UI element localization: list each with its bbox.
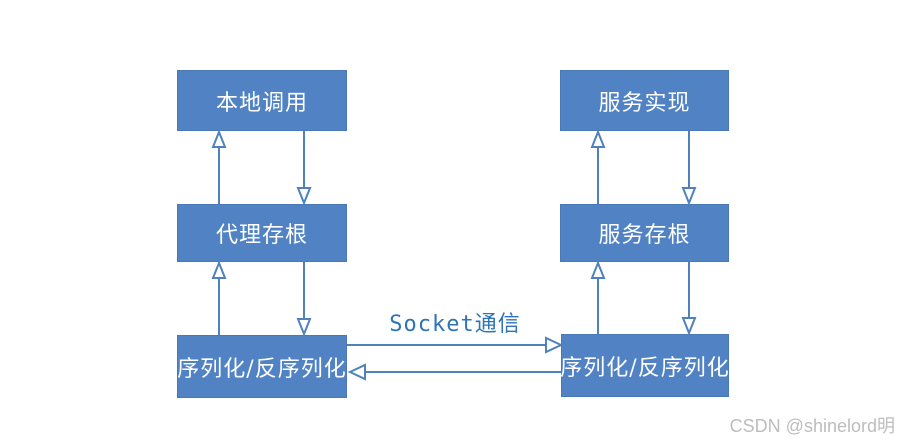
node-proxy-stub: 代理存根 <box>177 204 347 262</box>
up-arrow-proxy-to-local <box>211 129 227 204</box>
left-arrow-socket-response <box>347 363 561 381</box>
up-arrow-stub-to-service <box>590 129 606 204</box>
csdn-watermark: CSDN @shinelord明 <box>729 416 895 436</box>
right-arrow-socket-request <box>347 336 564 354</box>
node-server-serialization: 序列化/反序列化 <box>560 334 729 397</box>
up-arrow-serialization-to-stub <box>590 260 606 334</box>
node-service-impl: 服务实现 <box>560 70 729 131</box>
socket-communication-label: Socket通信 <box>389 312 521 337</box>
down-arrow-stub-to-serialization <box>681 262 697 336</box>
node-client-serialization: 序列化/反序列化 <box>177 335 347 398</box>
down-arrow-proxy-to-serialization <box>296 262 312 337</box>
down-arrow-service-to-stub <box>681 131 697 206</box>
down-arrow-local-to-proxy <box>296 131 312 206</box>
node-service-stub: 服务存根 <box>560 204 729 262</box>
node-local-call: 本地调用 <box>177 70 347 131</box>
up-arrow-serialization-to-proxy <box>211 260 227 335</box>
